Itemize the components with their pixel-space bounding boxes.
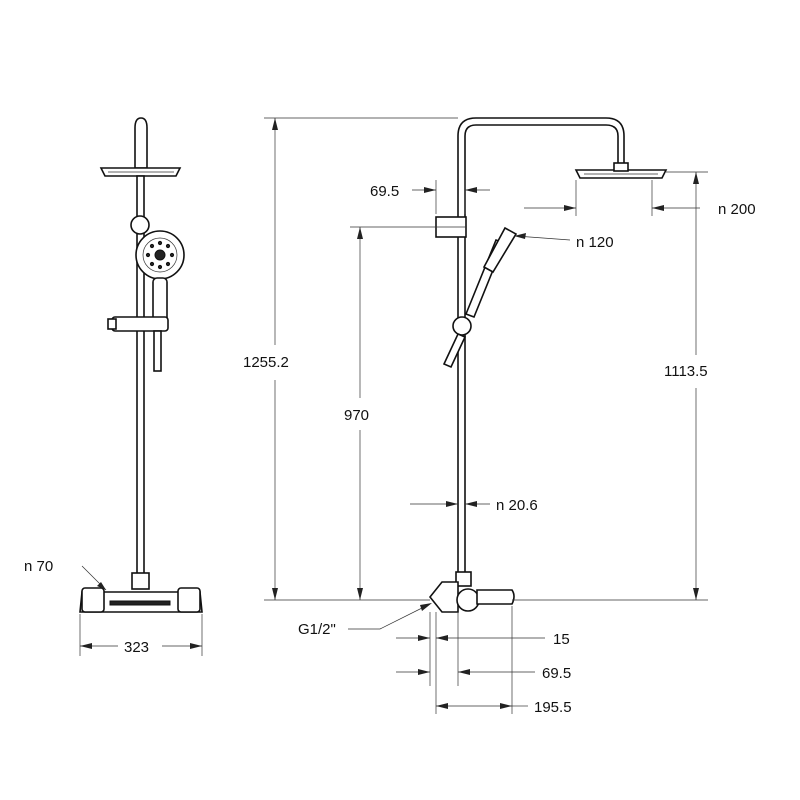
inlet-thread-label: G1/2" bbox=[298, 621, 336, 638]
side-slider bbox=[452, 316, 472, 336]
front-rail bbox=[136, 175, 145, 575]
handset-diameter-label: n 120 bbox=[576, 234, 614, 251]
front-valve-knob-right bbox=[177, 587, 201, 613]
side-view: 1255.2 970 1113.5 69.5 n 200 bbox=[243, 117, 756, 716]
front-slider-knob bbox=[107, 318, 117, 330]
front-handset-nozzles bbox=[145, 240, 175, 270]
side-handset-head bbox=[482, 226, 518, 274]
front-hose bbox=[153, 330, 162, 372]
side-wall-fitting bbox=[428, 581, 459, 613]
overall-height-label: 1255.2 bbox=[243, 354, 289, 371]
side-spout bbox=[476, 589, 515, 605]
front-view: n 70 323 bbox=[24, 117, 203, 656]
side-hose-stub bbox=[442, 332, 467, 369]
wall-offset-label: 69.5 bbox=[370, 183, 399, 200]
side-riser bbox=[457, 117, 625, 579]
valve-depth-label: 69.5 bbox=[542, 665, 571, 682]
front-handset-ring bbox=[142, 237, 178, 273]
bar-height-label: 970 bbox=[344, 407, 369, 424]
side-head-neck bbox=[613, 162, 629, 172]
front-valve-knob-left bbox=[81, 587, 105, 613]
side-valve-knob bbox=[456, 588, 480, 612]
front-riser-top bbox=[134, 117, 148, 169]
head-diameter-label: n 200 bbox=[718, 201, 756, 218]
valve-width-label: 323 bbox=[124, 639, 149, 656]
front-slider-bracket bbox=[130, 215, 150, 235]
side-valve-connector bbox=[455, 571, 472, 587]
total-depth-label: 195.5 bbox=[534, 699, 572, 716]
inlet-offset-label: 15 bbox=[553, 631, 570, 648]
front-valve-connector bbox=[131, 572, 150, 590]
head-height-label: 1113.5 bbox=[664, 363, 708, 380]
pipe-diameter-label: n 20.6 bbox=[496, 497, 538, 514]
front-slider-clamp bbox=[111, 316, 169, 332]
front-valve-spout bbox=[109, 600, 171, 606]
knob-diameter-label: n 70 bbox=[24, 558, 53, 575]
